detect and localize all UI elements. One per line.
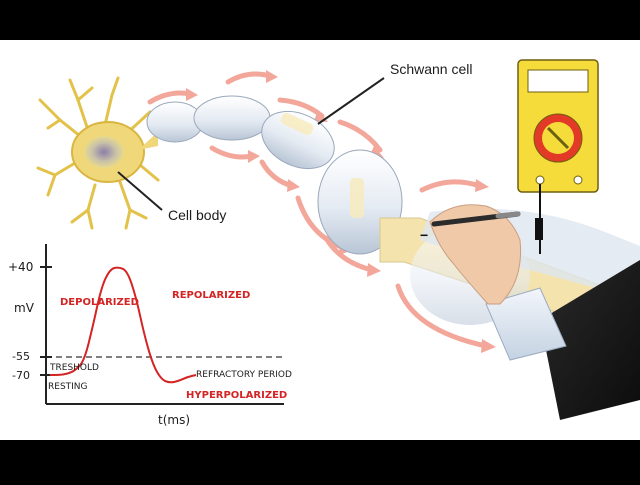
tick-minus70: -70 (12, 369, 30, 382)
resting-label: RESTING (48, 382, 88, 392)
cell-body-pointer (117, 171, 163, 211)
electrode-minus: − (420, 227, 428, 243)
schwann-pointer (317, 77, 385, 125)
hand (429, 204, 522, 305)
x-axis-label: t(ms) (158, 413, 190, 427)
y-axis-label: mV (14, 301, 35, 315)
presenter-hand (429, 204, 640, 420)
axon-hillock (138, 132, 158, 150)
schwann-cell-label: Schwann cell (390, 61, 473, 77)
hyperpolarized-label: HYPERPOLARIZED (186, 390, 287, 401)
probe-jack-positive (573, 175, 583, 185)
tick-plus40: +40 (8, 260, 33, 274)
cell-body-label: Cell body (168, 207, 226, 223)
shirt-cuff (485, 287, 567, 361)
suit-sleeve (540, 260, 640, 420)
letterbox-top (0, 0, 640, 40)
repolarized-label: REPOLARIZED (172, 290, 250, 301)
letterbox-bottom (0, 440, 640, 480)
threshold-label: TRESHOLD (49, 363, 99, 373)
action-potential-curve (50, 266, 197, 384)
probe-jack-negative (535, 175, 545, 185)
refractory-label: REFRACTORY PERIOD (196, 370, 292, 380)
voltmeter-display (527, 69, 589, 93)
tick-minus55: -55 (12, 350, 30, 363)
depolarized-label: DEPOLARIZED (60, 297, 139, 308)
action-potential-graph: +40 mV -55 -70 TRESHOLD RESTING DEPOLARI… (8, 244, 292, 427)
voltmeter: − + (420, 59, 599, 254)
nucleus (84, 136, 124, 168)
